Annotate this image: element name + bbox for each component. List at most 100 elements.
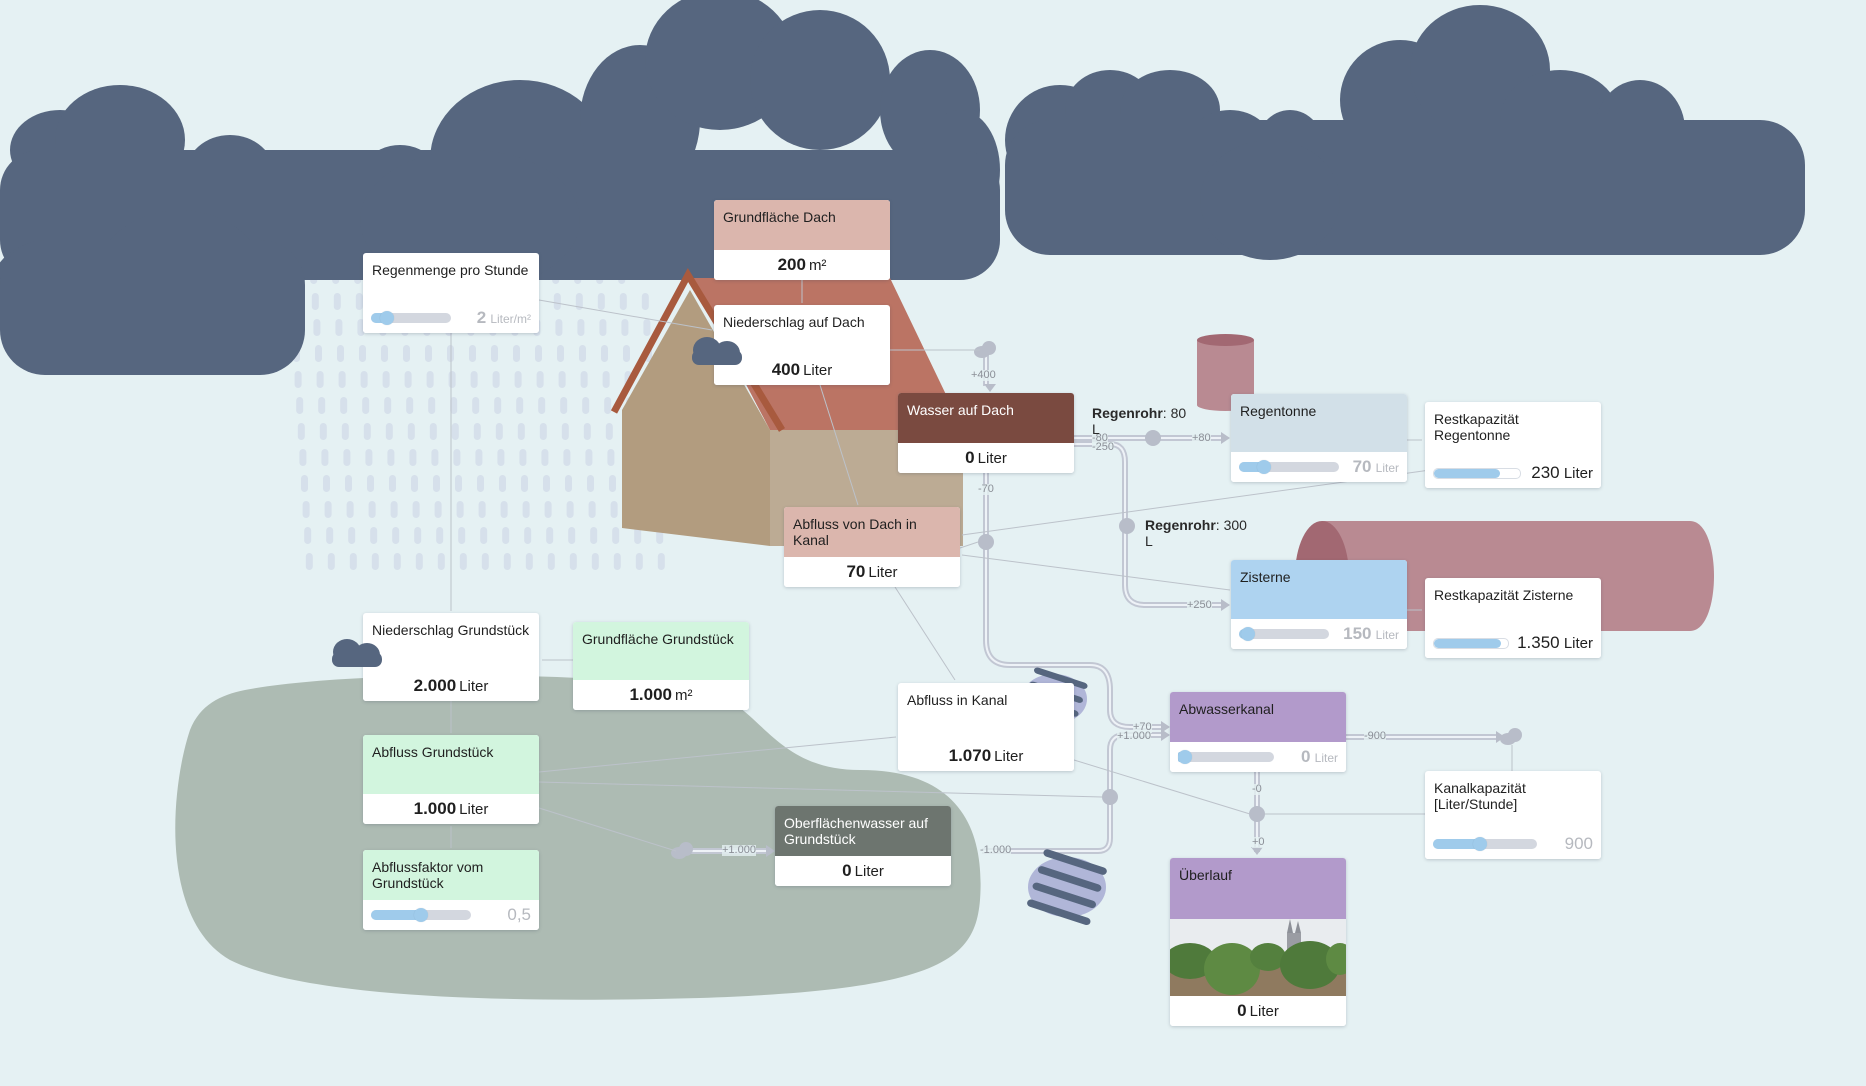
unit: Liter bbox=[854, 862, 884, 880]
rain-drop bbox=[426, 371, 434, 388]
card-zisterne[interactable]: Zisterne 150 Liter bbox=[1231, 560, 1407, 649]
card-kanalkapazitaet[interactable]: Kanalkapazität [Liter/Stunde] 900 bbox=[1425, 771, 1601, 859]
rain-drop bbox=[327, 553, 335, 570]
rain-drop bbox=[473, 423, 481, 440]
rain-drop bbox=[579, 345, 586, 362]
slider-knob[interactable] bbox=[1178, 750, 1192, 764]
unit: Liter bbox=[1249, 1002, 1279, 1020]
card-header: Kanalkapazität [Liter/Stunde] bbox=[1425, 771, 1601, 829]
card-abwasserkanal[interactable]: Abwasserkanal 0 Liter bbox=[1170, 692, 1346, 772]
rain-drop bbox=[492, 371, 500, 388]
rain-drop bbox=[359, 345, 366, 362]
rain-drop bbox=[367, 475, 374, 492]
card-header: Oberflächenwasser auf Grundstück bbox=[775, 806, 951, 856]
card-header: Niederschlag Grundstück bbox=[363, 613, 539, 671]
card-title: Grundfläche Dach bbox=[723, 209, 836, 225]
rain-drop bbox=[477, 475, 484, 492]
card-regentonne[interactable]: Regentonne 70 Liter bbox=[1231, 394, 1407, 482]
runoff-factor-slider[interactable] bbox=[371, 908, 471, 922]
storm-clouds bbox=[0, 0, 1805, 375]
card-regenmenge[interactable]: Regenmenge pro Stunde 2 Liter/m² bbox=[363, 253, 539, 333]
card-title: Zisterne bbox=[1240, 569, 1291, 585]
rain-drop bbox=[587, 475, 594, 492]
rain-drop bbox=[560, 397, 568, 414]
rain-drop bbox=[415, 553, 423, 570]
rain-drop bbox=[580, 371, 588, 388]
card-header: Regentonne bbox=[1231, 394, 1407, 452]
flow-label-surface-in: +1.000 bbox=[722, 844, 756, 856]
slider-knob[interactable] bbox=[1241, 627, 1255, 641]
link-line bbox=[819, 384, 859, 506]
rain-drop bbox=[436, 527, 444, 544]
slider-knob[interactable] bbox=[1257, 460, 1271, 474]
photo-tree bbox=[1280, 941, 1340, 989]
value: 70 bbox=[846, 562, 866, 581]
value: 0 bbox=[842, 861, 852, 880]
rain-drop bbox=[635, 553, 643, 570]
cistern-slider[interactable] bbox=[1239, 627, 1329, 641]
rain-drop bbox=[602, 371, 610, 388]
photo-tree bbox=[1250, 943, 1286, 971]
rain-drop bbox=[337, 345, 344, 362]
flow-arrow bbox=[1221, 599, 1230, 611]
rain-drop bbox=[538, 397, 546, 414]
value: 1.000 bbox=[413, 799, 457, 818]
rain-drop bbox=[302, 501, 310, 518]
rain-drop bbox=[340, 397, 348, 414]
rain-drop bbox=[569, 553, 577, 570]
slider-knob[interactable] bbox=[1472, 837, 1487, 851]
rain-drop bbox=[513, 345, 520, 362]
slider-knob[interactable] bbox=[414, 908, 428, 922]
rain-amount-slider[interactable] bbox=[371, 311, 451, 325]
card-rest-zisterne[interactable]: Restkapazität Zisterne 1.350 Liter bbox=[1425, 578, 1601, 658]
rain-drop bbox=[519, 449, 527, 466]
rain-drop bbox=[433, 475, 440, 492]
rain-drop bbox=[323, 475, 330, 492]
card-footer: 0 Liter bbox=[1170, 742, 1346, 772]
rain-barrel-slider[interactable] bbox=[1239, 460, 1339, 474]
rain-drop bbox=[535, 345, 542, 362]
card-rest-regentonne[interactable]: Restkapazität Regentonne 230 Liter bbox=[1425, 402, 1601, 488]
rain-drop bbox=[543, 475, 550, 492]
rain-drop bbox=[623, 345, 630, 362]
rain-drop bbox=[502, 527, 510, 544]
flood-photo-image bbox=[1170, 919, 1346, 997]
card-header: Regenmenge pro Stunde bbox=[363, 253, 539, 303]
rain-drop bbox=[338, 371, 346, 388]
rain-drop bbox=[575, 293, 583, 310]
sewer-slider[interactable] bbox=[1178, 750, 1274, 764]
value: 0,5 bbox=[507, 905, 531, 924]
flow-label-roof-out-kanal: -70 bbox=[978, 483, 994, 495]
photo-tree bbox=[1204, 943, 1260, 995]
slider-knob[interactable] bbox=[380, 311, 394, 325]
rain-drop bbox=[475, 449, 483, 466]
card-title: Abflussfaktor vom Grundstück bbox=[372, 859, 484, 891]
unit: Liter bbox=[1563, 465, 1593, 482]
valve-node bbox=[1249, 806, 1265, 822]
rain-drop bbox=[363, 423, 371, 440]
unit: Liter bbox=[1375, 628, 1399, 642]
rain-drop bbox=[315, 345, 322, 362]
value: 400 bbox=[771, 360, 801, 379]
sewer-capacity-slider[interactable] bbox=[1433, 837, 1537, 851]
flow-label-kanal-out: -900 bbox=[1364, 730, 1387, 742]
card-footer: 150 Liter bbox=[1231, 619, 1407, 649]
card-abflussfaktor[interactable]: Abflussfaktor vom Grundstück 0,5 bbox=[363, 850, 539, 930]
card-header: Überlauf bbox=[1170, 858, 1346, 919]
rain-drop bbox=[403, 345, 410, 362]
rain-drop bbox=[305, 553, 313, 570]
rain-drop bbox=[536, 371, 544, 388]
flow-label-kanal-in-dach: +70 bbox=[1133, 721, 1152, 733]
flow-arrow bbox=[1251, 847, 1263, 855]
